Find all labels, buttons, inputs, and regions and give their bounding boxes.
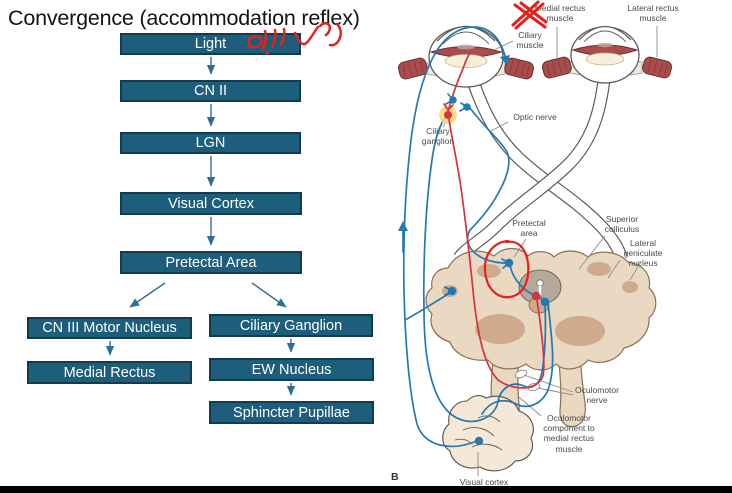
right-eye <box>542 26 672 84</box>
figure-label-b: B <box>391 471 399 483</box>
label-lateral-geniculate-nucleus: Lateral geniculate nucleus <box>623 238 663 269</box>
medial-rectus-muscle-left-eye-drawing <box>398 57 439 80</box>
flowchart-node-cn-iii-motor-nucleus: CN III Motor Nucleus <box>27 317 192 339</box>
visual-cortex-drawing <box>442 395 534 472</box>
oculomotor-rootlet <box>527 382 541 392</box>
left-eye <box>398 26 534 88</box>
label-optic-nerve: Optic nerve <box>513 112 557 122</box>
slide-title: Convergence (accommodation reflex) <box>8 6 360 30</box>
label-medial-rectus-muscle: Medial rectus muscle <box>534 3 586 24</box>
ciliary-muscle-drawing <box>429 46 503 58</box>
video-letterbox-bar <box>0 486 732 493</box>
label-ciliary-muscle: Ciliary muscle <box>516 30 544 51</box>
flowchart-node-pretectal-area: Pretectal Area <box>120 251 302 274</box>
flowchart-node-visual-cortex: Visual Cortex <box>120 192 302 215</box>
flowchart-node-ciliary-ganglion: Ciliary Ganglion <box>209 314 373 337</box>
medial-rectus-muscle-right-eye-drawing <box>542 56 582 79</box>
ciliary-ganglion-highlight <box>439 106 457 124</box>
flowchart-node-sphincter-pupillae: Sphincter Pupillae <box>209 401 374 424</box>
label-oculomotor-component: Oculomotor component to medial rectus mu… <box>543 413 595 454</box>
lateral-rectus-muscle-right-eye-drawing <box>630 56 672 79</box>
label-lateral-rectus-muscle: Lateral rectus muscle <box>627 3 679 24</box>
pretectal-neuron-dot <box>504 258 514 268</box>
red-circle-annotation <box>483 239 530 299</box>
ciliary-ganglion-cell <box>444 111 452 119</box>
flowchart-node-light: Light <box>120 33 301 55</box>
periaqueductal-gray-drawing <box>518 269 562 305</box>
flowchart-node-cn-ii: CN II <box>120 80 301 102</box>
lateral-rectus-muscle-left-eye-drawing <box>493 57 534 80</box>
flowchart-arrows <box>105 57 296 396</box>
ew-nucleus-region-drawing <box>528 296 550 314</box>
midbrain-section <box>425 247 657 428</box>
synapse-dots <box>447 96 550 446</box>
flowchart-node-ew-nucleus: EW Nucleus <box>209 358 374 381</box>
ew-nucleus-dot <box>531 291 541 301</box>
label-ciliary-ganglion: Ciliary ganglion <box>421 126 455 147</box>
lens-drawing <box>444 54 488 68</box>
label-superior-colliculus: Superior colliculus <box>604 214 640 235</box>
flowchart-node-medial-rectus: Medial Rectus <box>27 361 192 384</box>
oculomotor-rootlet <box>514 369 528 379</box>
flowchart-node-lgn: LGN <box>120 132 301 154</box>
label-oculomotor-nerve: Oculomotor nerve <box>575 385 619 406</box>
label-pretectal-area: Pretectal area <box>512 218 546 239</box>
label-visual-cortex: Visual cortex <box>459 477 509 487</box>
cortex-neuron-dot <box>474 436 484 446</box>
